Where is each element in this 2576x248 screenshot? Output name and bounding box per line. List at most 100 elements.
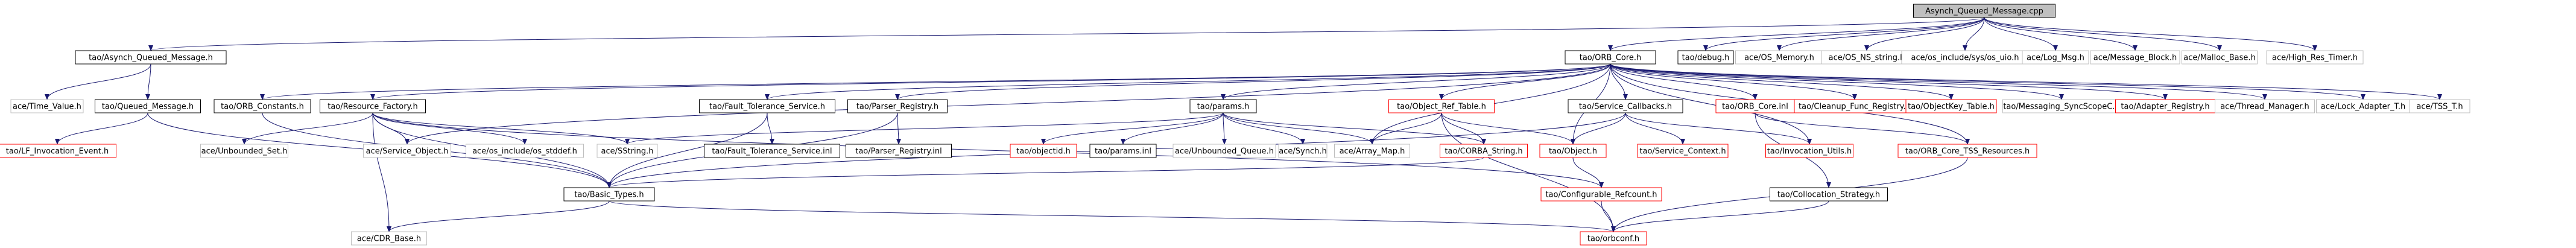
- node-parser-registry[interactable]: tao/Parser_Registry.h: [847, 99, 948, 113]
- node-label: ace/Unbounded_Queue.h: [1175, 147, 1274, 156]
- node-configurable-refcount[interactable]: tao/Configurable_Refcount.h: [1540, 187, 1662, 202]
- node-debug[interactable]: tao/debug.h: [1677, 50, 1734, 65]
- node-label: ace/Synch.h: [1279, 147, 1326, 156]
- node-orb-core-tss-resources[interactable]: tao/ORB_Core_TSS_Resources.h: [1897, 144, 2037, 158]
- node-label: ace/Message_Block.h: [2093, 54, 2177, 63]
- node-box: [1568, 99, 1683, 113]
- edge-root-to-os_uio: [1963, 17, 1985, 51]
- edge-basic_types-to-cdr_base: [387, 200, 610, 232]
- node-synch[interactable]: ace/Synch.h: [1278, 144, 1328, 158]
- node-label: tao/params.inl: [1095, 147, 1151, 156]
- edge-corba_string-to-basic_types: [607, 157, 1484, 188]
- edge-orb_core-to-service_object: [405, 63, 1611, 145]
- node-label: tao/ObjectKey_Table.h: [1908, 103, 1995, 112]
- node-high-res-timer[interactable]: ace/High_Res_Timer.h: [2266, 50, 2364, 65]
- edge-object_ref_table-to-array_map: [1370, 112, 1442, 145]
- node-os-stddef[interactable]: ace/os_include/os_stddef.h: [466, 144, 584, 158]
- node-box: [1770, 187, 1888, 202]
- node-message-block[interactable]: ace/Message_Block.h: [2090, 50, 2180, 65]
- node-box: [200, 144, 288, 158]
- node-label: tao/ORB_Core.h: [1580, 54, 1642, 63]
- node-parser-registry-inl[interactable]: tao/Parser_Registry.inl: [846, 144, 952, 158]
- node-box: [1540, 187, 1662, 202]
- node-os-uio[interactable]: ace/os_include/sys/os_uio.h: [1901, 50, 2029, 65]
- node-os-ns-string[interactable]: ace/OS_NS_string.h: [1821, 50, 1913, 65]
- node-object-ref-table[interactable]: tao/Object_Ref_Table.h: [1388, 99, 1495, 113]
- node-label: tao/Parser_Registry.h: [856, 103, 938, 112]
- node-malloc-base[interactable]: ace/Malloc_Base.h: [2182, 50, 2258, 65]
- node-orb-core[interactable]: tao/ORB_Core.h: [1565, 50, 1656, 65]
- node-orbconf[interactable]: tao/orbconf.h: [1580, 231, 1647, 246]
- node-lf-invocation-event[interactable]: tao/LF_Invocation_Event.h: [0, 144, 116, 158]
- edge-orb_core-to-orb_core_inl: [1610, 63, 1758, 100]
- node-label: ace/OS_NS_string.h: [1829, 54, 1905, 63]
- edge-orb_core-to-parser_registry: [895, 63, 1611, 100]
- node-label: ace/OS_Memory.h: [1744, 54, 1814, 63]
- node-box: [363, 144, 451, 158]
- node-orb-constants[interactable]: tao/ORB_Constants.h: [214, 99, 311, 113]
- node-label: ace/Array_Map.h: [1340, 147, 1405, 156]
- node-os-memory[interactable]: ace/OS_Memory.h: [1735, 50, 1823, 65]
- node-label: ace/High_Res_Timer.h: [2272, 54, 2358, 63]
- edge-collocation_strategy-to-orbconf: [1611, 200, 1829, 232]
- node-label: tao/Invocation_Utils.h: [1767, 147, 1852, 156]
- node-params-inl[interactable]: tao/params.inl: [1089, 144, 1157, 158]
- edge-orb_core-to-tss_t: [1610, 63, 2442, 100]
- node-cleanup-func-registry[interactable]: tao/Cleanup_Func_Registry.h: [1794, 99, 1916, 113]
- node-label: tao/Configurable_Refcount.h: [1545, 191, 1657, 200]
- node-service-context[interactable]: tao/Service_Context.h: [1637, 144, 1729, 158]
- node-orb-core-inl[interactable]: tao/ORB_Core.inl: [1715, 99, 1795, 113]
- node-box: [75, 50, 227, 65]
- edge-params-to-synch: [1223, 112, 1305, 145]
- node-aqm-h[interactable]: tao/Asynch_Queued_Message.h: [75, 50, 227, 65]
- edge-params-to-params_inl: [1121, 112, 1224, 145]
- node-fault-tolerance-service[interactable]: tao/Fault_Tolerance_Service.h: [699, 99, 835, 113]
- node-box: [1897, 144, 2037, 158]
- node-service-callbacks[interactable]: tao/Service_Callbacks.h: [1568, 99, 1683, 113]
- node-resource-factory[interactable]: tao/Resource_Factory.h: [320, 99, 426, 113]
- node-sstring[interactable]: ace/SString.h: [597, 144, 658, 158]
- node-lock-adapter-t[interactable]: ace/Lock_Adapter_T.h: [2316, 99, 2410, 113]
- edge-orb_core-to-service_callbacks: [1610, 63, 1628, 100]
- node-array-map[interactable]: ace/Array_Map.h: [1334, 144, 1410, 158]
- node-box: [597, 144, 658, 158]
- node-unbounded-set[interactable]: ace/Unbounded_Set.h: [200, 144, 288, 158]
- edge-service_callbacks-to-invocation_utils: [1625, 112, 1812, 145]
- node-label: tao/ORB_Constants.h: [221, 103, 304, 112]
- node-label: tao/Object.h: [1549, 147, 1597, 156]
- node-collocation-strategy[interactable]: tao/Collocation_Strategy.h: [1770, 187, 1888, 202]
- node-corba-string[interactable]: tao/CORBA_String.h: [1440, 144, 1528, 158]
- node-adapter-registry[interactable]: tao/Adapter_Registry.h: [2115, 99, 2215, 113]
- node-label: ace/Service_Object.h: [366, 147, 449, 156]
- node-unbounded-queue[interactable]: ace/Unbounded_Queue.h: [1172, 144, 1276, 158]
- node-box: [1565, 50, 1656, 65]
- node-object-h[interactable]: tao/Object.h: [1539, 144, 1607, 158]
- node-tss-t[interactable]: ace/TSS_T.h: [2409, 99, 2470, 113]
- node-invocation-utils[interactable]: tao/Invocation_Utils.h: [1765, 144, 1853, 158]
- edge-orb_core-to-object_ref_table: [1439, 63, 1611, 100]
- node-root: Asynch_Queued_Message.cpp: [1913, 4, 2055, 18]
- node-box: [1539, 144, 1607, 158]
- node-basic-types[interactable]: tao/Basic_Types.h: [563, 187, 655, 202]
- node-label: tao/LF_Invocation_Event.h: [6, 147, 109, 156]
- node-fault-tolerance-service-inl[interactable]: tao/Fault_Tolerance_Service.inl: [704, 144, 840, 158]
- edge-root-to-os_memory: [1777, 17, 1985, 51]
- node-label: tao/Cleanup_Func_Registry.h: [1799, 103, 1911, 112]
- node-messaging-syncscopec[interactable]: tao/Messaging_SyncScopeC.h: [2002, 99, 2121, 113]
- edge-params-to-objectid: [1041, 112, 1224, 145]
- node-box: [1172, 144, 1276, 158]
- node-objectid[interactable]: tao/objectid.h: [1010, 144, 1077, 158]
- node-box: [1089, 144, 1157, 158]
- node-params[interactable]: tao/params.h: [1189, 99, 1257, 113]
- node-service-object[interactable]: ace/Service_Object.h: [363, 144, 451, 158]
- node-label: tao/objectid.h: [1016, 147, 1071, 156]
- node-cdr-base[interactable]: ace/CDR_Base.h: [351, 231, 427, 246]
- node-box: [704, 144, 840, 158]
- node-log-msg[interactable]: ace/Log_Msg.h: [2022, 50, 2089, 65]
- node-label: ace/Malloc_Base.h: [2183, 54, 2256, 63]
- node-queued-message[interactable]: tao/Queued_Message.h: [95, 99, 201, 113]
- node-thread-manager[interactable]: ace/Thread_Manager.h: [2215, 99, 2315, 113]
- node-objectkey-table[interactable]: tao/ObjectKey_Table.h: [1905, 99, 1997, 113]
- node-box: [1440, 144, 1528, 158]
- node-time-value[interactable]: ace/Time_Value.h: [10, 99, 84, 113]
